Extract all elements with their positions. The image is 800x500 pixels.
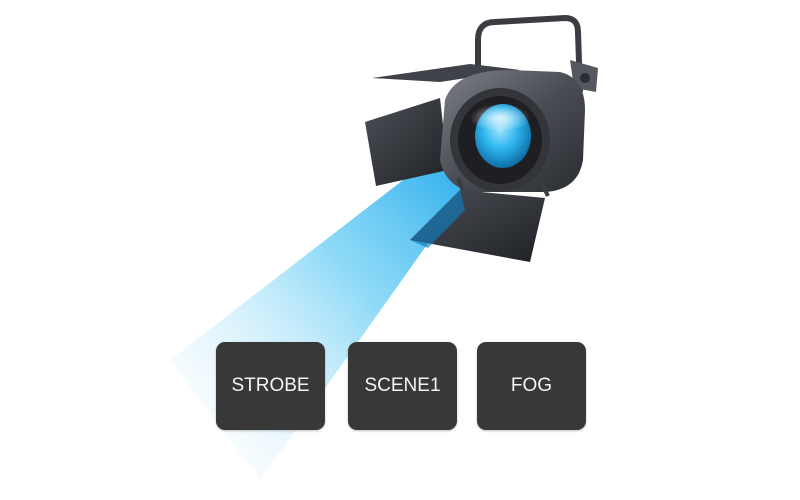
barn-door-top	[372, 64, 520, 82]
barn-door-left	[365, 98, 448, 186]
strobe-button-label: STROBE	[231, 375, 310, 396]
fog-button[interactable]: FOG	[477, 342, 586, 430]
strobe-button[interactable]: STROBE	[216, 342, 325, 430]
scene1-button-label: SCENE1	[364, 375, 441, 396]
yoke	[475, 15, 583, 95]
scene1-button[interactable]: SCENE1	[348, 342, 457, 430]
fog-button-label: FOG	[510, 375, 553, 396]
